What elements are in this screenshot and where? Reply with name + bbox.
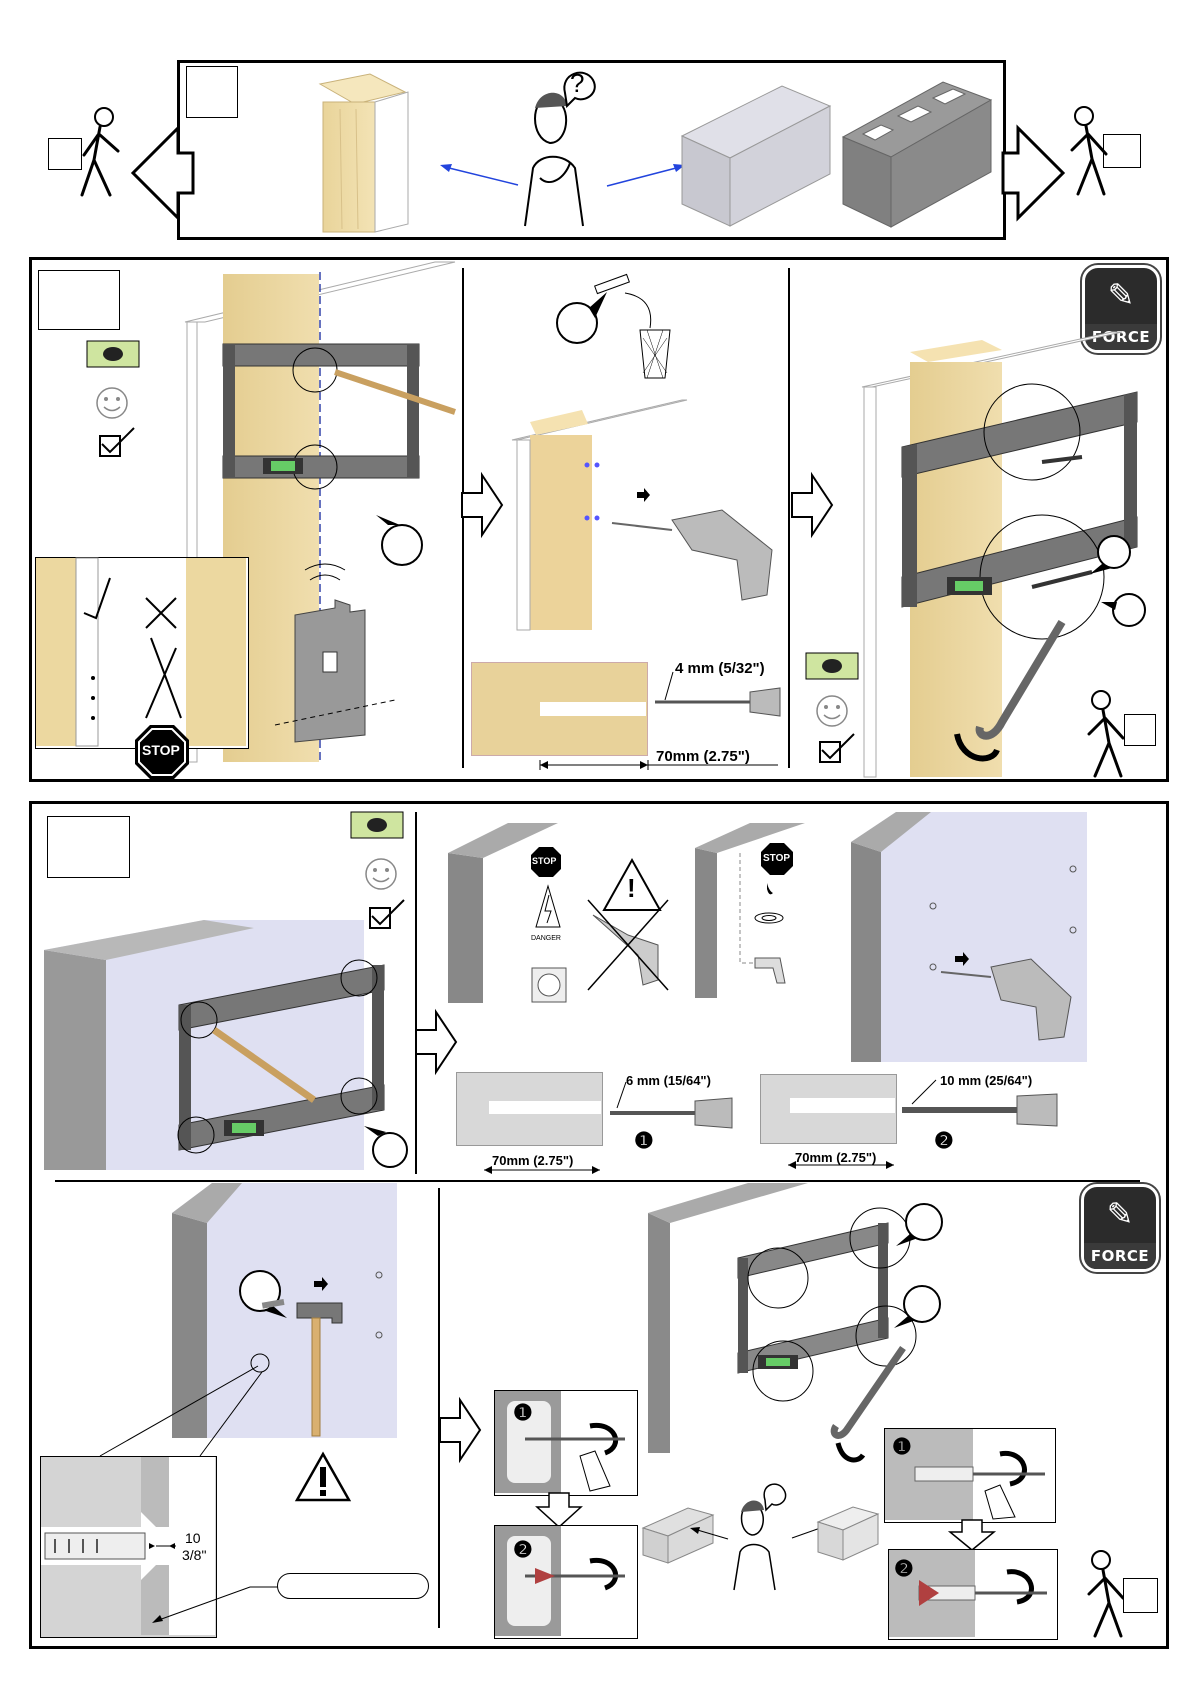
hollow-arrow-icon	[792, 475, 832, 535]
danger-label: DANGER	[531, 935, 561, 942]
bit1-depth-label: 70mm (2.75")	[492, 1153, 573, 1168]
row-divider	[55, 1180, 1140, 1182]
force-badge: ✎ FORCE	[1081, 1184, 1159, 1272]
walker-step-box	[1123, 1578, 1158, 1613]
wood-drill-hole	[540, 702, 646, 716]
checkbox-checked-icon	[98, 426, 138, 458]
concrete-wall-bracket-mark	[44, 920, 394, 1170]
high-voltage-icon	[535, 885, 561, 929]
spirit-level-icon	[350, 811, 404, 839]
spirit-level-icon	[86, 340, 140, 368]
anchor-step-2b-drawing	[889, 1550, 1055, 1637]
anchor-discard-icon	[555, 268, 685, 388]
detail-leader-lines	[100, 1360, 270, 1460]
step-number-box	[38, 270, 120, 330]
smiley-icon	[815, 694, 849, 728]
anchor-step-2-marker: ❷	[513, 1537, 533, 1563]
anchor-step-1b-marker: ❶	[892, 1434, 912, 1460]
concrete-drill-hole-2	[790, 1098, 895, 1113]
walking-person-icon	[1058, 104, 1118, 199]
stud-drilling-drawing	[512, 400, 782, 630]
pointer-arrow-right	[605, 162, 685, 192]
recess-depth-label-inch: 3/8"	[182, 1547, 206, 1563]
bit2-size-label: 10 mm (25/64")	[940, 1073, 1032, 1088]
walking-person-icon	[70, 105, 130, 200]
recess-depth-label: 10	[185, 1530, 201, 1546]
hollow-arrow-icon	[416, 1012, 456, 1072]
callout-circle-pointer	[900, 1200, 960, 1250]
force-label: FORCE	[1084, 1243, 1156, 1269]
bit2-depth-label: 70mm (2.75")	[795, 1150, 876, 1165]
drill-bit-leader-line	[910, 1080, 940, 1110]
right-arrow-icon	[1003, 128, 1063, 218]
stud-location-inset-drawing	[36, 558, 246, 746]
concrete-drilling-drawing	[851, 812, 1087, 1062]
crossed-out-drill-icon	[588, 900, 678, 990]
flexed-arm-icon: ✎	[1084, 1195, 1156, 1233]
stop-sign-label: STOP	[142, 742, 180, 758]
hollow-arrow-icon	[440, 1400, 480, 1460]
stop-sign-label: STOP	[532, 856, 556, 866]
smiley-icon	[364, 857, 398, 891]
bit1-size-label: 6 mm (15/64")	[626, 1073, 711, 1088]
drill-depth-label: 70mm (2.75")	[656, 748, 750, 765]
brick-small-icon	[818, 1502, 878, 1562]
column-divider	[788, 268, 790, 768]
step-number-box	[186, 66, 238, 118]
wood-stud-illustration	[320, 74, 420, 234]
stop-sign-label: STOP	[763, 853, 790, 864]
down-arrow-icon	[537, 1493, 581, 1527]
step-number-box	[47, 816, 130, 878]
note-pill	[277, 1573, 429, 1599]
anchor-step-1-marker: ❶	[513, 1400, 533, 1426]
checkbox-checked-icon	[818, 732, 858, 764]
callout-circle-pointer	[1115, 588, 1175, 638]
callout-circle-pointer	[370, 1120, 430, 1170]
down-arrow-icon	[950, 1520, 994, 1550]
hollow-arrow-icon	[462, 475, 502, 535]
spirit-level-icon	[805, 652, 859, 680]
thinking-man-illustration	[505, 68, 605, 228]
stud-finder-icon	[265, 560, 425, 750]
smiley-icon	[95, 386, 129, 420]
hollow-block-illustration	[843, 82, 991, 227]
pointer-arrow-left	[440, 160, 520, 190]
bit1-marker: ❶	[634, 1128, 654, 1154]
anchor-step-2b-marker: ❷	[894, 1556, 914, 1582]
callout-circle-pointer	[898, 1282, 958, 1332]
concrete-drill-hole-1	[489, 1101, 601, 1114]
thinking-man-illustration	[720, 1482, 790, 1592]
callout-circle-pointer	[1100, 530, 1160, 580]
warning-triangle-icon	[295, 1452, 351, 1502]
flexed-arm-icon: ✎	[1085, 276, 1157, 314]
left-arrow-icon	[133, 128, 193, 218]
question-mark: ?	[570, 68, 584, 99]
concrete-block-illustration	[682, 86, 830, 226]
note-pointer-line	[150, 1585, 280, 1625]
walker-step-box	[1124, 714, 1156, 746]
bit2-marker: ❷	[934, 1128, 954, 1154]
drill-bit-size-label: 4 mm (5/32")	[675, 660, 765, 677]
